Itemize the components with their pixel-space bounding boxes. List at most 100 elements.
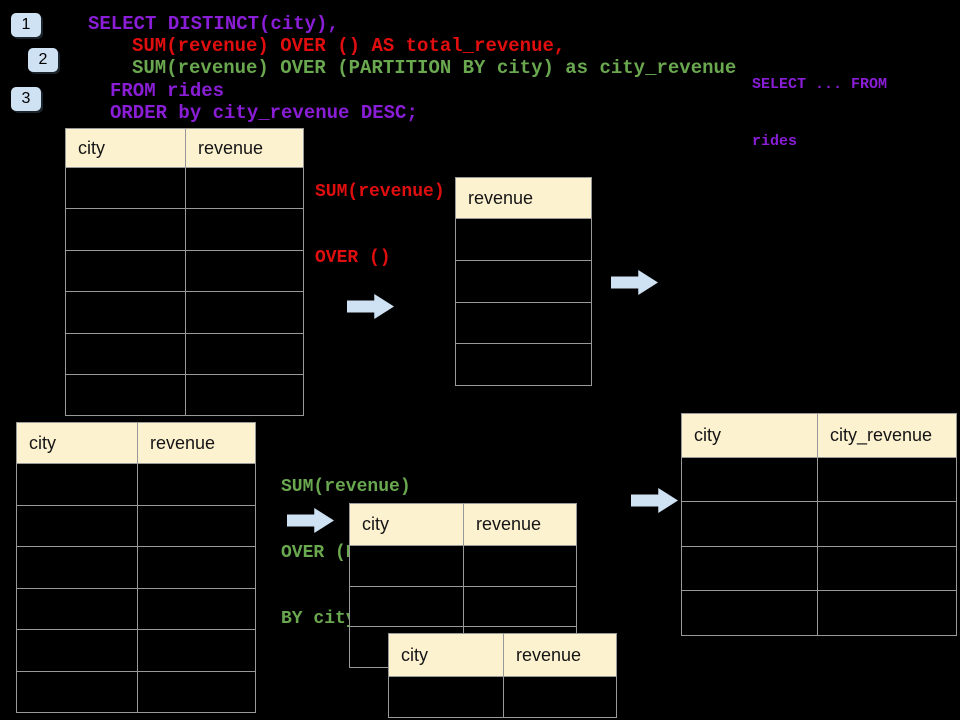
table-cell — [185, 292, 303, 333]
table-row — [66, 167, 303, 209]
column-header-city: city — [17, 423, 137, 463]
table-cell — [817, 546, 956, 591]
step-badge-1: 1 — [11, 13, 41, 37]
table-row — [17, 670, 255, 713]
side-note-line1: SELECT ... FROM — [752, 76, 888, 93]
table-header-row: city revenue — [66, 129, 303, 167]
table-cell — [17, 589, 137, 630]
sql-line-total: SUM(revenue) OVER () AS total_revenue, — [132, 35, 566, 57]
table-cell — [389, 677, 503, 717]
table-cell — [456, 303, 591, 344]
table-cell — [137, 547, 255, 588]
table-cell — [350, 546, 463, 586]
table-cell — [817, 591, 956, 635]
table-cell — [463, 546, 576, 586]
table-cell — [66, 209, 185, 249]
sql-line-select: SELECT DISTINCT(city), — [88, 13, 339, 35]
table-row — [682, 590, 956, 635]
table-cell — [66, 375, 185, 415]
table-row — [17, 587, 255, 630]
partition-window-line1: SUM(revenue) — [281, 477, 411, 497]
table-cell — [137, 464, 255, 505]
table-row — [17, 463, 255, 505]
table-cell — [682, 502, 817, 545]
table-cell — [17, 547, 137, 588]
column-header-city: city — [66, 129, 185, 167]
sql-line-from: FROM rides — [110, 80, 225, 102]
table-cell — [185, 333, 303, 374]
side-note-line2: rides — [752, 133, 798, 150]
table-cell — [456, 261, 591, 302]
step-badge-1-label: 1 — [21, 16, 31, 33]
step-badge-2-label: 2 — [38, 51, 48, 68]
flow-arrow-out-icon — [611, 270, 658, 295]
table-row — [456, 218, 591, 260]
sql-line-order: ORDER by city_revenue DESC; — [110, 102, 418, 124]
table-header-row: city revenue — [389, 634, 616, 676]
column-header-revenue: revenue — [503, 634, 616, 676]
table-row — [682, 545, 956, 591]
source-table-top: city revenue — [65, 128, 304, 417]
source-table-bottom: city revenue — [16, 422, 256, 713]
table-row — [66, 249, 303, 292]
table-row — [389, 676, 616, 717]
table-header-row: city revenue — [17, 423, 255, 463]
table-cell — [17, 672, 137, 713]
table-row — [66, 332, 303, 374]
table-header-row: revenue — [456, 178, 591, 218]
table-row — [456, 259, 591, 302]
step-badge-3-label: 3 — [21, 90, 31, 107]
table-cell — [185, 168, 303, 209]
table-cell — [137, 630, 255, 671]
table-row — [350, 585, 576, 627]
city-revenue-result-table: city city_revenue — [681, 413, 957, 636]
table-row — [66, 373, 303, 416]
table-cell — [66, 251, 185, 291]
column-header-city: city — [682, 414, 817, 457]
table-row — [66, 291, 303, 333]
column-header-revenue: revenue — [137, 423, 255, 463]
table-cell — [66, 292, 185, 332]
total-revenue-result-table: revenue — [455, 177, 592, 387]
table-cell — [682, 547, 817, 590]
table-row — [350, 545, 576, 586]
column-header-revenue: revenue — [456, 178, 591, 218]
table-row — [17, 504, 255, 547]
column-header-city-revenue: city_revenue — [817, 414, 956, 457]
partition-table-second: city revenue — [388, 633, 617, 718]
total-window-line1: SUM(revenue) — [315, 182, 445, 202]
table-body — [17, 463, 255, 712]
table-cell — [350, 587, 463, 627]
table-row — [17, 629, 255, 671]
table-row — [456, 301, 591, 344]
step-badge-2: 2 — [28, 48, 58, 72]
total-window-annotation: SUM(revenue) OVER () — [315, 137, 445, 313]
table-cell — [137, 588, 255, 629]
table-cell — [185, 209, 303, 250]
column-header-revenue: revenue — [463, 504, 576, 545]
step-badge-3: 3 — [11, 87, 41, 111]
table-cell — [17, 506, 137, 547]
table-cell — [503, 677, 616, 717]
table-cell — [682, 591, 817, 634]
side-note: SELECT ... FROM rides — [752, 37, 887, 189]
table-header-row: city city_revenue — [682, 414, 956, 457]
table-cell — [456, 219, 591, 260]
table-cell — [137, 505, 255, 546]
table-cell — [185, 374, 303, 416]
table-row — [682, 457, 956, 502]
table-cell — [456, 344, 591, 385]
table-cell — [185, 250, 303, 292]
column-header-city: city — [350, 504, 463, 545]
table-cell — [17, 464, 137, 505]
table-cell — [66, 168, 185, 208]
column-header-city: city — [389, 634, 503, 676]
column-header-revenue: revenue — [185, 129, 303, 167]
table-cell — [463, 586, 576, 627]
table-cell — [682, 458, 817, 501]
table-row — [66, 208, 303, 250]
table-body — [456, 218, 591, 385]
flow-arrow-result-icon — [631, 488, 678, 513]
table-row — [17, 546, 255, 588]
